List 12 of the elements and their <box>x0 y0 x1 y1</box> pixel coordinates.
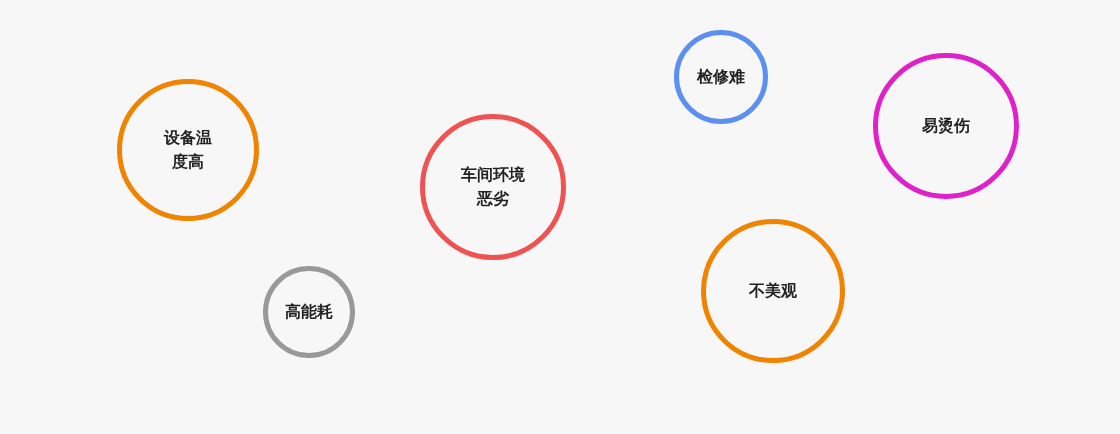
circle-outline <box>263 266 355 358</box>
circle-outline <box>701 219 845 363</box>
circle-outline <box>873 53 1019 199</box>
node-label: 易烫伤 <box>922 115 970 137</box>
node-label: 高能耗 <box>285 301 333 323</box>
node-label: 设备温度高 <box>163 127 213 173</box>
circle-outline <box>420 114 566 260</box>
circle-outline <box>674 30 768 124</box>
node-label: 检修难 <box>697 66 745 88</box>
node-label: 不美观 <box>749 280 797 302</box>
circle-outline <box>117 79 259 221</box>
node-label: 车间环境恶劣 <box>460 164 526 210</box>
